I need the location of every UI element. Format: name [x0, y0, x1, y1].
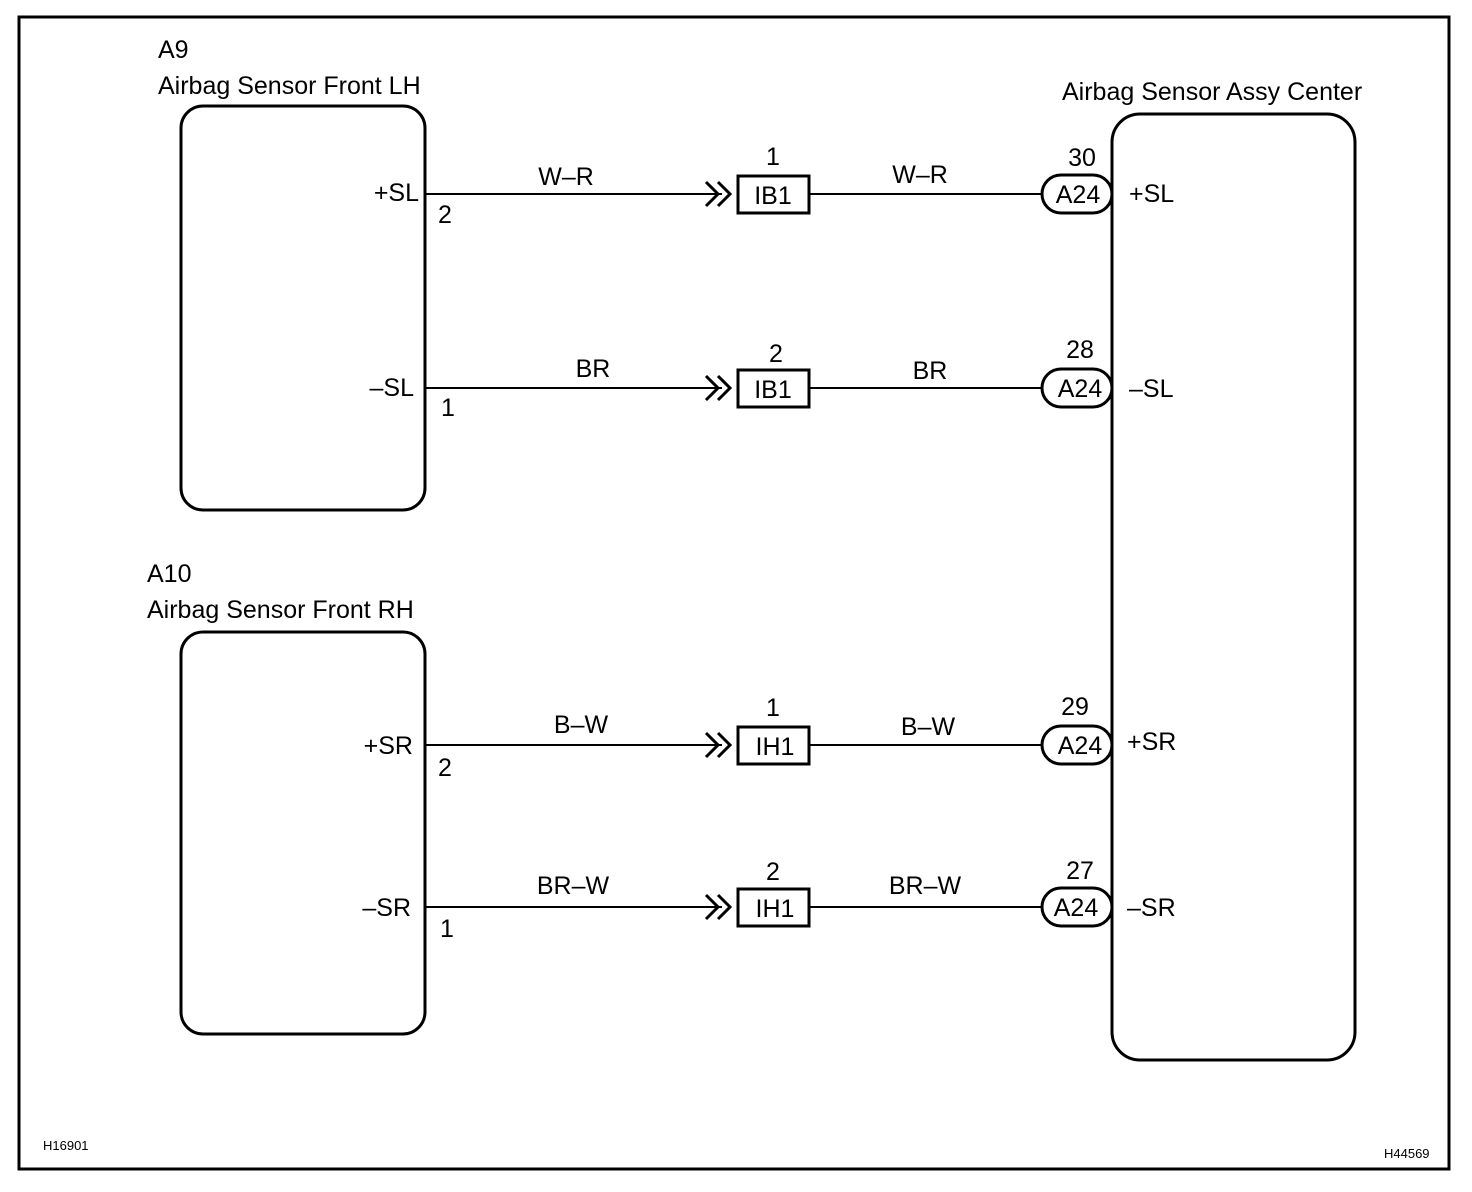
- a10-id: A10: [147, 560, 191, 588]
- left-terminal: –SR: [362, 894, 411, 922]
- connector-chevron: [704, 374, 721, 402]
- left-terminal: –SL: [370, 374, 415, 402]
- left-terminal: +SL: [374, 179, 419, 207]
- junction-code: IH1: [756, 733, 795, 761]
- center-connector: [1040, 886, 1114, 928]
- center-connector-code: A24: [1058, 375, 1103, 403]
- center-terminal: +SR: [1127, 728, 1176, 756]
- junction-pin: 2: [766, 858, 780, 886]
- connector-chevron: [704, 893, 721, 921]
- center-connector-code: A24: [1054, 894, 1099, 922]
- a10-box: [179, 630, 427, 1036]
- center-pin: 27: [1066, 857, 1094, 885]
- junction-pin: 1: [766, 694, 780, 722]
- connector-chevron: [716, 374, 733, 402]
- left-pin: 2: [438, 201, 452, 229]
- wire-color-right: BR–W: [889, 872, 962, 900]
- center-connector: [1040, 367, 1114, 409]
- a9-name: Airbag Sensor Front LH: [158, 72, 421, 100]
- center-connector-code: A24: [1056, 181, 1101, 209]
- circuit-row-4: –SR 1 BR–W 2 IH1 BR–W 27 A24 –SR: [362, 857, 1175, 943]
- center-terminal: –SL: [1129, 375, 1174, 403]
- wire-color-left: W–R: [538, 163, 594, 191]
- circuit-row-3: +SR 2 B–W 1 IH1 B–W 29 A24 +SR: [364, 693, 1177, 782]
- figure-code-left: H16901: [43, 1138, 89, 1153]
- center-name: Airbag Sensor Assy Center: [1062, 78, 1362, 106]
- circuit-row-1: +SL 2 W–R 1 IB1 W–R 30 A24 +SL: [374, 143, 1174, 229]
- connector-chevron: [704, 731, 721, 759]
- wire-color-left: B–W: [554, 711, 609, 739]
- junction-pin: 1: [766, 143, 780, 171]
- left-pin: 1: [441, 394, 455, 422]
- connector-chevron: [716, 893, 733, 921]
- wire-color-left: BR: [576, 355, 611, 383]
- a9-box: [179, 104, 427, 512]
- left-pin: 1: [440, 915, 454, 943]
- wire-color-right: B–W: [901, 713, 956, 741]
- center-terminal: –SR: [1127, 894, 1176, 922]
- junction-code: IB1: [754, 182, 792, 210]
- wire-color-left: BR–W: [537, 872, 610, 900]
- center-connector: [1040, 173, 1114, 215]
- a9-id: A9: [158, 36, 189, 64]
- center-pin: 28: [1066, 336, 1094, 364]
- a10-name: Airbag Sensor Front RH: [147, 596, 414, 624]
- connector-chevron: [716, 731, 733, 759]
- junction-code: IH1: [756, 895, 795, 923]
- connector-chevron: [704, 180, 721, 208]
- figure-code-right: H44569: [1384, 1146, 1430, 1161]
- wire-color-right: W–R: [892, 161, 948, 189]
- left-terminal: +SR: [364, 732, 413, 760]
- left-pin: 2: [438, 754, 452, 782]
- center-connector-code: A24: [1058, 732, 1103, 760]
- connector-chevron: [716, 180, 733, 208]
- center-box: [1110, 112, 1357, 1062]
- junction-pin: 2: [769, 340, 783, 368]
- diagram-frame: [17, 15, 1451, 1171]
- wire-color-right: BR: [913, 357, 948, 385]
- center-pin: 29: [1061, 693, 1089, 721]
- center-pin: 30: [1068, 144, 1096, 172]
- center-terminal: +SL: [1129, 180, 1174, 208]
- circuit-row-2: –SL 1 BR 2 IB1 BR 28 A24 –SL: [370, 336, 1174, 422]
- junction-code: IB1: [754, 376, 792, 404]
- center-connector: [1040, 724, 1114, 766]
